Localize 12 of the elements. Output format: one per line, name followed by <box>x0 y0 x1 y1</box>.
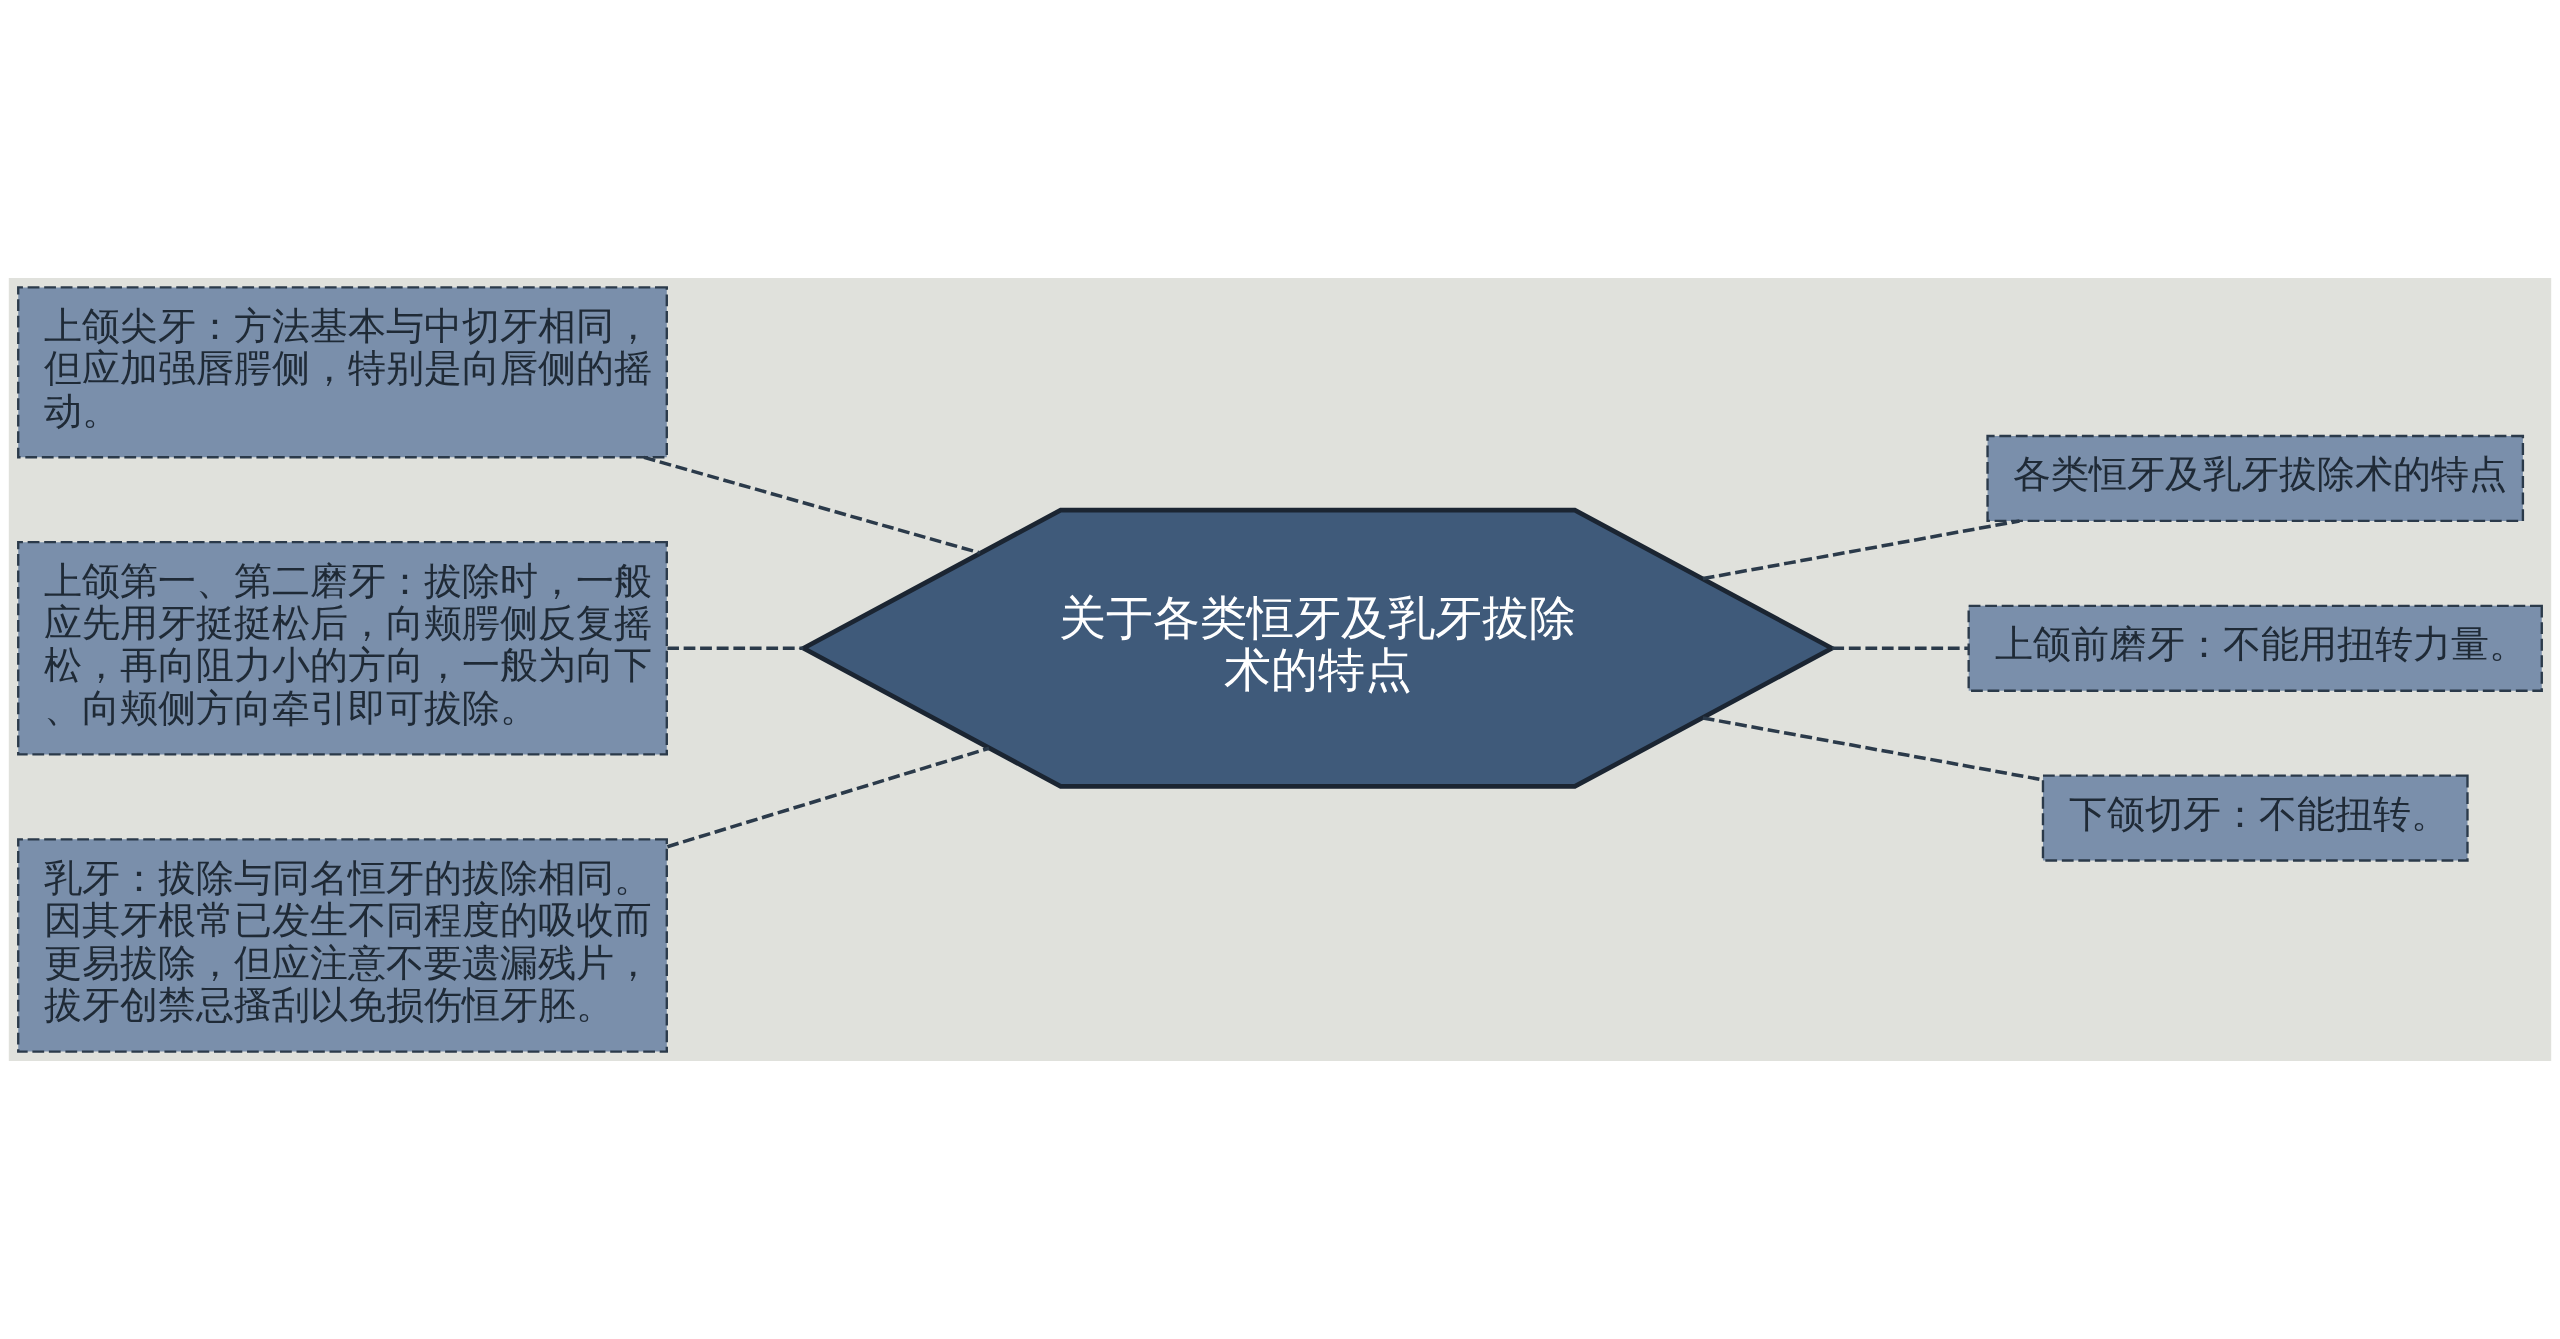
node-box: 下颌切牙：不能扭转。 <box>2041 774 2469 862</box>
connector <box>1832 646 1969 651</box>
node-box: 上颌第一、第二磨牙：拔除时，一般应先用牙挺挺松后，向颊腭侧反复摇松，再向阻力小的方向，一般为向下、向颊侧方向牵引即可拔除。 <box>17 540 668 756</box>
connector <box>666 746 990 849</box>
connector <box>667 646 804 651</box>
connector <box>1702 519 2020 581</box>
node-box: 乳牙：拔除与同名恒牙的拔除相同。因其牙根常已发生不同程度的吸收而更易拔除，但应注意不要遗漏残片，拔牙创禁忌搔刮以免损伤恒牙胚。 <box>17 838 668 1053</box>
node-box: 上颌前磨牙：不能用扭转力量。 <box>1967 604 2543 692</box>
connector <box>1702 716 2043 782</box>
connector <box>643 455 981 555</box>
node-box: 各类恒牙及乳牙拔除术的特点 <box>1986 434 2525 523</box>
node-box: 上颌尖牙：方法基本与中切牙相同，但应加强唇腭侧，特别是向唇侧的摇动。 <box>17 286 668 459</box>
